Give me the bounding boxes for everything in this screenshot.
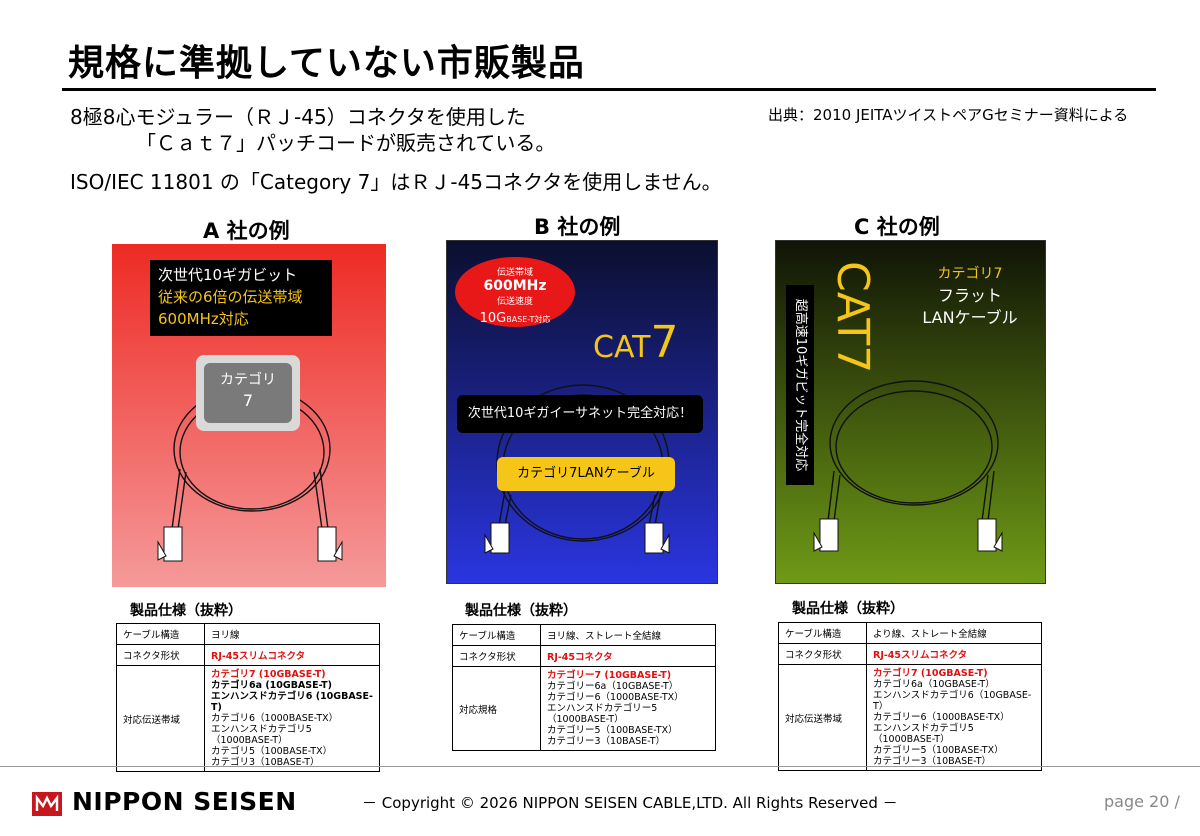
ellipse-line-4a: 10G [479, 311, 507, 326]
ellipse-line-1: 伝送帯域 [496, 268, 533, 278]
cable-c-illustration [813, 380, 1003, 552]
product-description: カテゴリ7 フラット LANケーブル [904, 263, 1036, 329]
spec-value: エンハンスドカテゴリ5（1000BASE-T） [873, 723, 974, 745]
spec-value: カテゴリ6（1000BASE-TX） [211, 713, 339, 724]
badge-line-2: 7 [242, 391, 254, 410]
spec-value: カテゴリー5（100BASE-TX） [873, 745, 1004, 756]
spec-value: カテゴリ5（100BASE-TX） [211, 746, 333, 757]
spec-key: コネクタ形状 [778, 643, 867, 665]
spec-value: カテゴリ6a (10GBASE-T) [211, 680, 332, 691]
company-c-product-image: CAT7 超高速10ギガビット完全対応 カテゴリ7 フラット LANケーブル [775, 240, 1046, 584]
intro-line-3: ISO/IEC 11801 の「Category 7」はＲＪ-45コネクタを使用… [70, 170, 722, 194]
ellipse-line-4b: BASE-T対応 [506, 315, 551, 324]
intro-line-2: 「Ｃａｔ７」パッチコードが販売されている。 [136, 131, 556, 155]
intro-line-1: 8極8心モジュラー（ＲＪ-45）コネクタを使用した [70, 105, 526, 129]
company-a-title: A 社の例 [203, 219, 290, 243]
cat-number: 7 [650, 317, 679, 368]
spec-value: エンハンスドカテゴリー5（1000BASE-T） [547, 703, 658, 725]
table-row: 対応規格 カテゴリー7 (10GBASE-T) カテゴリー6a（10GBASE-… [452, 666, 716, 751]
product-label: カテゴリ7LANケーブル [497, 457, 675, 491]
spec-value: エンハンスドカテゴリ6 (10GBASE-T) [211, 691, 373, 713]
spec-value: RJ-45コネクタ [540, 645, 716, 667]
spec-value: カテゴリー6（1000BASE-TX） [873, 712, 1010, 723]
vertical-feature-box: 超高速10ギガビット完全対応 [786, 285, 814, 485]
spec-value: ヨリ線 [204, 623, 380, 645]
company-c-title: C 社の例 [854, 215, 940, 239]
table-row: 対応伝送帯域 カテゴリ7 (10GBASE-T) カテゴリ6a（10GBASE-… [778, 664, 1042, 771]
spec-key: コネクタ形状 [452, 645, 541, 667]
feature-box: 次世代10ギガビット 従来の6倍の伝送帯域 600MHz対応 [150, 260, 332, 336]
spec-value: カテゴリー6a（10GBASE-T） [547, 681, 679, 692]
spec-value: カテゴリー5（100BASE-TX） [547, 725, 678, 736]
spec-value: RJ-45スリムコネクタ [866, 643, 1042, 665]
spec-value: カテゴリ6a（10GBASE-T） [873, 679, 995, 690]
spec-key: コネクタ形状 [116, 644, 205, 666]
source-note: 出典：2010 JEITAツイストペアGセミナー資料による [768, 106, 1129, 124]
spec-value: カテゴリ7 (10GBASE-T) [211, 669, 326, 680]
spec-value: カテゴリ7 (10GBASE-T) [873, 668, 988, 679]
company-logo-text: NIPPON SEISEN [72, 787, 297, 816]
title-divider [62, 88, 1156, 91]
vertical-feature-text: 超高速10ギガビット完全対応 [793, 298, 808, 472]
ellipse-line-2: 600MHz [483, 278, 547, 294]
page-number: page 20 / [1104, 792, 1180, 811]
spec-value: カテゴリー3（10BASE-T） [547, 736, 666, 747]
cat-text: CAT [593, 330, 651, 365]
spec-key: 対応伝送帯域 [116, 665, 205, 772]
company-a-product-image: 次世代10ギガビット 従来の6倍の伝送帯域 600MHz対応 カテゴリ 7 [112, 244, 386, 587]
spec-key: ケーブル構造 [116, 623, 205, 645]
spec-value: ヨリ線、ストレート全結線 [540, 624, 716, 646]
spec-value: エンハンスドカテゴリ5（1000BASE-T） [211, 724, 312, 746]
table-row: 対応伝送帯域 カテゴリ7 (10GBASE-T) カテゴリ6a (10GBASE… [116, 665, 380, 772]
feature-line-3: 600MHz対応 [158, 310, 249, 328]
spec-ellipse: 伝送帯域 600MHz 伝送速度 10GBASE-T対応 [455, 257, 575, 327]
feature-line-1: 次世代10ギガビット [158, 266, 298, 284]
feature-line-2: 従来の6倍の伝送帯域 [158, 288, 303, 306]
spec-value: より線、ストレート全結線 [866, 622, 1042, 644]
spec-value: RJ-45スリムコネクタ [204, 644, 380, 666]
spec-value: カテゴリー3（10BASE-T） [873, 756, 992, 767]
big-cat7-text: CAT7 [827, 261, 878, 374]
spec-key: ケーブル構造 [452, 624, 541, 646]
table-row: ケーブル構造ヨリ線、ストレート全結線 [452, 624, 716, 646]
copyright-notice: － Copyright © 2026 NIPPON SEISEN CABLE,L… [362, 794, 898, 812]
company-b-title: B 社の例 [534, 215, 621, 239]
page-title: 規格に準拠していない市販製品 [68, 43, 585, 84]
badge-line-1: カテゴリ [220, 372, 276, 388]
spec-value: エンハンスドカテゴリ6（10GBASE-T） [873, 690, 1032, 712]
spec-value: カテゴリ3（10BASE-T） [211, 757, 320, 768]
table-row: ケーブル構造より線、ストレート全結線 [778, 622, 1042, 644]
desc-line-1: カテゴリ7 [937, 266, 1003, 282]
table-row: ケーブル構造ヨリ線 [116, 623, 380, 645]
company-a-spec-heading: 製品仕様（抜粋） [130, 603, 242, 619]
company-logo-icon [32, 792, 62, 816]
spec-value: カテゴリー6（1000BASE-TX） [547, 692, 684, 703]
spec-key: 対応伝送帯域 [778, 664, 867, 771]
desc-line-3: LANケーブル [922, 308, 1018, 327]
category-badge: カテゴリ 7 [196, 355, 300, 431]
spec-value: カテゴリー7 (10GBASE-T) [547, 670, 672, 681]
cat7-logo: CAT7 [593, 317, 678, 368]
company-b-spec-heading: 製品仕様（抜粋） [465, 603, 577, 619]
footer-divider [0, 766, 1200, 767]
ethernet-banner: 次世代10ギガイーサネット完全対応！ [457, 395, 703, 433]
company-c-spec-heading: 製品仕様（抜粋） [792, 601, 904, 617]
desc-line-2: フラット [937, 286, 1002, 305]
cat7-vertical-logo: CAT7 [820, 261, 884, 374]
company-b-product-image: 伝送帯域 600MHz 伝送速度 10GBASE-T対応 CAT7 次世代10ギ… [446, 240, 718, 584]
ellipse-line-3: 伝送速度 [496, 297, 533, 307]
spec-key: 対応規格 [452, 666, 541, 751]
spec-key: ケーブル構造 [778, 622, 867, 644]
